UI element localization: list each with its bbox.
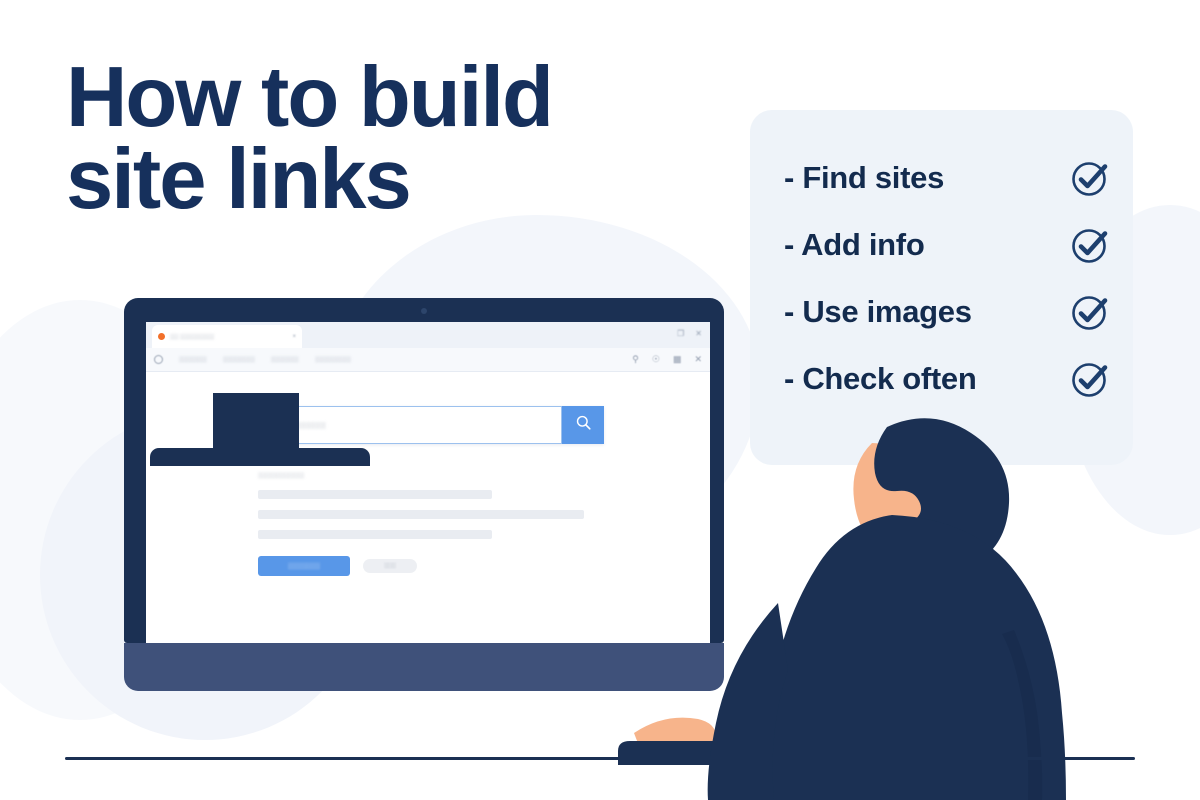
monitor-stand-base [150, 448, 370, 466]
checklist-item[interactable]: - Add info [784, 212, 1111, 278]
check-circle-icon [1069, 291, 1111, 333]
secondary-action-label: ░░░ [384, 563, 396, 569]
browser-tab[interactable]: ░░ ░░░░░░░░ × [152, 325, 302, 348]
checklist-item-label: - Find sites [784, 160, 945, 195]
page-title: How to build site links [66, 50, 554, 227]
browser-tab-title: ░░ ░░░░░░░░ [170, 333, 215, 340]
window-controls[interactable]: ❐ ✕ [677, 329, 702, 338]
close-icon[interactable]: ✕ [695, 329, 702, 338]
checklist-item-label: - Check often [784, 361, 977, 396]
bell-icon[interactable]: ☉ [651, 354, 660, 364]
left-shoulder-shape [707, 603, 788, 800]
search-input[interactable]: ░░░░░░░░░░░ [258, 406, 562, 444]
checklist-item-label: - Use images [784, 294, 972, 329]
desktop-monitor: ░░ ░░░░░░░░ × ❐ ✕ ░░░░░░ ░░░░░░░ ░░░░░░ [124, 298, 724, 691]
torso-shape [765, 515, 1066, 800]
skeleton-bar [258, 530, 492, 539]
search-button[interactable] [562, 406, 604, 444]
checklist-item[interactable]: - Find sites [784, 145, 1111, 211]
toolbar-left-group: ░░░░░░ ░░░░░░░ ░░░░░░ ░░░░░░░░ [154, 355, 351, 364]
grid-icon[interactable]: ▦ [672, 354, 682, 364]
monitor-chin [124, 643, 724, 691]
toolbar-item[interactable]: ░░░░░░░ [222, 356, 255, 363]
check-circle-icon [1069, 224, 1111, 266]
maximize-icon[interactable]: ❐ [677, 329, 685, 338]
close-icon[interactable]: ✕ [694, 354, 702, 364]
skeleton-bar [258, 510, 584, 519]
person-illustration [600, 415, 1100, 800]
circle-icon[interactable] [154, 355, 163, 364]
checklist-item[interactable]: - Use images [784, 279, 1111, 345]
results-label: ░░░░░░░░░░ [258, 472, 305, 479]
magnifier-icon [575, 414, 592, 436]
webcam-icon [421, 308, 427, 314]
toolbar-item[interactable]: ░░░░░░ [270, 356, 299, 363]
checklist-item[interactable]: - Check often [784, 346, 1111, 412]
toolbar-right-group: ⚲ ☉ ▦ ✕ [632, 354, 702, 365]
search-bar[interactable]: ░░░░░░░░░░░ [258, 406, 604, 444]
browser-tabstrip: ░░ ░░░░░░░░ × ❐ ✕ [146, 322, 710, 348]
toolbar-item[interactable]: ░░░░░░░░ [314, 356, 352, 363]
check-circle-icon [1069, 358, 1111, 400]
toolbar-item[interactable]: ░░░░░░ [179, 356, 207, 363]
checklist-card: - Find sites - Add info - Use images [750, 110, 1133, 465]
tab-close-icon[interactable]: × [292, 333, 296, 340]
check-circle-icon [1069, 157, 1111, 199]
monitor-stand-neck [213, 393, 299, 455]
favicon-icon [158, 333, 165, 340]
secondary-action-button[interactable]: ░░░ [363, 559, 417, 573]
desk-line [65, 757, 1135, 760]
skeleton-bar [258, 490, 492, 499]
primary-action-button[interactable]: ░░░░░░░ [258, 556, 350, 576]
monitor-bezel: ░░ ░░░░░░░░ × ❐ ✕ ░░░░░░ ░░░░░░░ ░░░░░░ [124, 298, 724, 643]
search-icon[interactable]: ⚲ [632, 354, 639, 364]
primary-action-label: ░░░░░░░ [287, 562, 321, 570]
browser-toolbar: ░░░░░░ ░░░░░░░ ░░░░░░ ░░░░░░░░ ⚲ ☉ ▦ ✕ [146, 348, 710, 372]
checklist-item-label: - Add info [784, 227, 925, 262]
